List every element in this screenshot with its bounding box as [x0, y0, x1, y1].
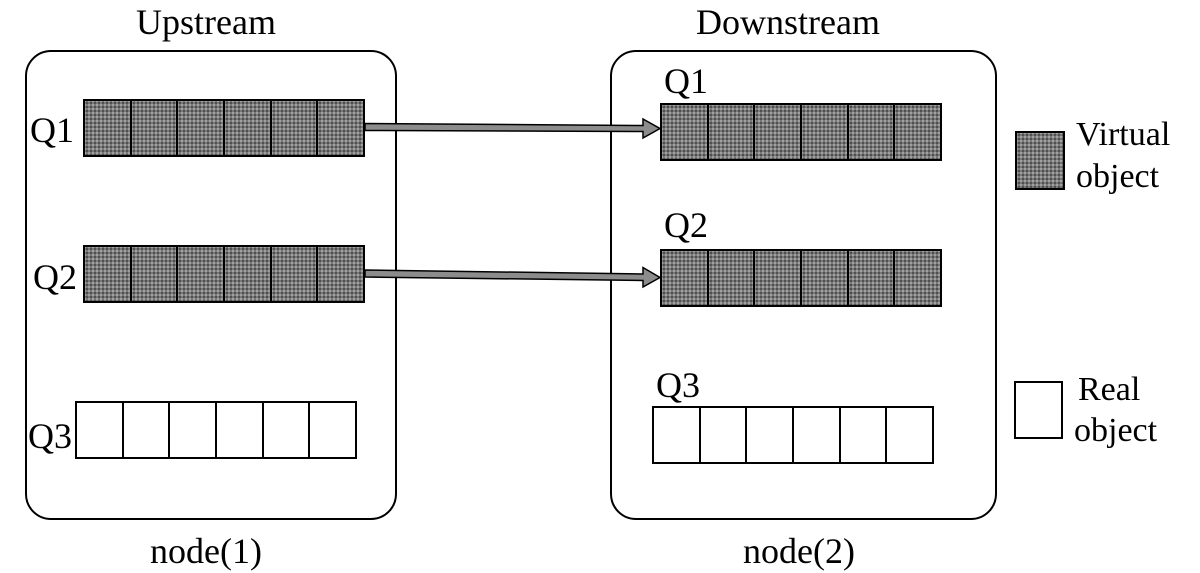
virtual-object-cell	[131, 101, 179, 155]
virtual-object-cell	[708, 251, 756, 305]
upstream-q3-label: Q3	[28, 416, 72, 456]
real-object-cell	[123, 403, 171, 457]
arrow-q1	[364, 117, 662, 140]
upstream-q1-queue	[83, 99, 365, 157]
virtual-object-cell	[755, 105, 803, 159]
virtual-object-cell	[662, 105, 709, 159]
upstream-q2-queue	[83, 245, 365, 303]
virtual-object-cell	[225, 247, 272, 301]
real-object-cell	[794, 408, 841, 462]
legend-virtual-line1: Virtual	[1076, 116, 1171, 153]
downstream-q2-label: Q2	[664, 205, 708, 245]
real-object-cell	[310, 403, 356, 457]
upstream-heading: Upstream	[136, 2, 276, 42]
virtual-object-cell	[848, 105, 896, 159]
real-object-cell	[217, 403, 264, 457]
virtual-object-cell	[85, 101, 132, 155]
real-object-cell	[747, 408, 795, 462]
virtual-object-cell	[895, 105, 941, 159]
upstream-q2-label: Q2	[33, 257, 77, 297]
downstream-q3-label: Q3	[656, 365, 700, 405]
downstream-q3-queue	[652, 406, 934, 464]
virtual-object-cell	[662, 251, 709, 305]
arrow-q2	[364, 266, 662, 289]
virtual-object-cell	[131, 247, 179, 301]
legend-real-line2: object	[1074, 412, 1158, 449]
virtual-object-cell	[271, 101, 319, 155]
real-object-cell	[887, 408, 933, 462]
real-object-cell	[840, 408, 888, 462]
real-object-cell	[77, 403, 124, 457]
real-object-cell	[170, 403, 218, 457]
virtual-object-cell	[708, 105, 756, 159]
downstream-heading: Downstream	[696, 2, 880, 42]
virtual-object-cell	[755, 251, 803, 305]
virtual-object-cell	[802, 105, 849, 159]
legend-virtual-swatch	[1015, 131, 1065, 190]
downstream-node-box	[610, 50, 997, 520]
legend-virtual-line2: object	[1076, 158, 1160, 195]
real-object-cell	[700, 408, 748, 462]
real-object-cell	[654, 408, 701, 462]
upstream-q3-queue	[75, 401, 357, 459]
upstream-node-box	[25, 50, 397, 520]
virtual-object-cell	[178, 101, 226, 155]
legend-real-line1: Real	[1078, 371, 1141, 408]
virtual-object-cell	[318, 247, 364, 301]
real-object-cell	[263, 403, 311, 457]
downstream-q1-queue	[660, 103, 942, 161]
virtual-object-cell	[271, 247, 319, 301]
downstream-node-label: node(2)	[743, 531, 855, 571]
virtual-object-cell	[895, 251, 941, 305]
downstream-q2-queue	[660, 249, 942, 307]
downstream-q1-label: Q1	[664, 61, 708, 101]
legend-real-swatch	[1014, 381, 1063, 439]
virtual-object-cell	[225, 101, 272, 155]
virtual-object-cell	[85, 247, 132, 301]
virtual-object-cell	[318, 101, 364, 155]
virtual-object-cell	[178, 247, 226, 301]
upstream-node-label: node(1)	[150, 531, 262, 571]
upstream-q1-label: Q1	[30, 110, 74, 150]
virtual-object-cell	[802, 251, 849, 305]
virtual-object-cell	[848, 251, 896, 305]
